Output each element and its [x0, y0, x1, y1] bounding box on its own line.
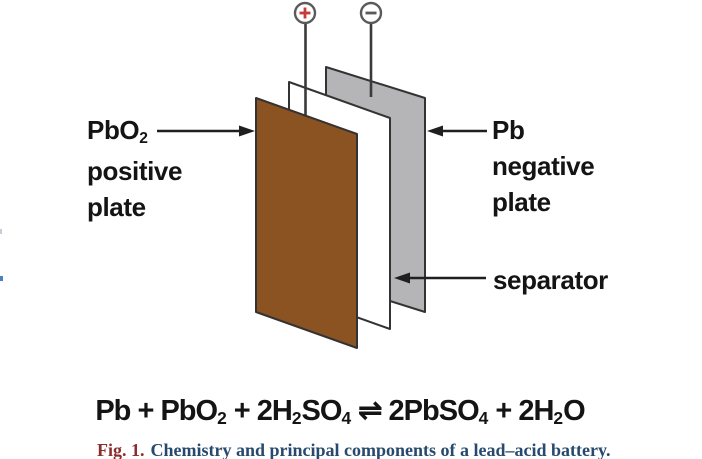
- negative-plate-label: Pb negative plate: [492, 112, 595, 220]
- figure-caption-text: Chemistry and principal components of a …: [150, 440, 611, 459]
- left-edge-blue-mark: [0, 276, 3, 281]
- positive-plate-label: PbO2 positive plate: [87, 112, 182, 225]
- negative-plate-word-negative: negative: [492, 151, 595, 181]
- figure-caption: Fig. 1. Chemistry and principal component…: [97, 439, 611, 459]
- negative-plate-arrowhead: [427, 125, 443, 137]
- separator-label: separator: [493, 265, 608, 295]
- positive-plate-word-positive: positive: [87, 156, 183, 186]
- positive-plate-arrowhead: [239, 125, 255, 137]
- negative-plate-formula: Pb: [492, 115, 525, 145]
- positive-plate-shape: [255, 97, 358, 349]
- negative-plate-word-plate: plate: [492, 187, 551, 217]
- separator-arrowhead: [394, 272, 410, 284]
- left-edge-faint-mark: [0, 229, 2, 234]
- figure-caption-number: Fig. 1.: [97, 440, 145, 459]
- positive-plate-formula: PbO2: [87, 115, 148, 147]
- chemical-equation: Pb + PbO2 + 2H2SO4 ⇌ 2PbSO4 + 2H2O: [95, 395, 585, 429]
- positive-plate-word-plate: plate: [87, 192, 146, 222]
